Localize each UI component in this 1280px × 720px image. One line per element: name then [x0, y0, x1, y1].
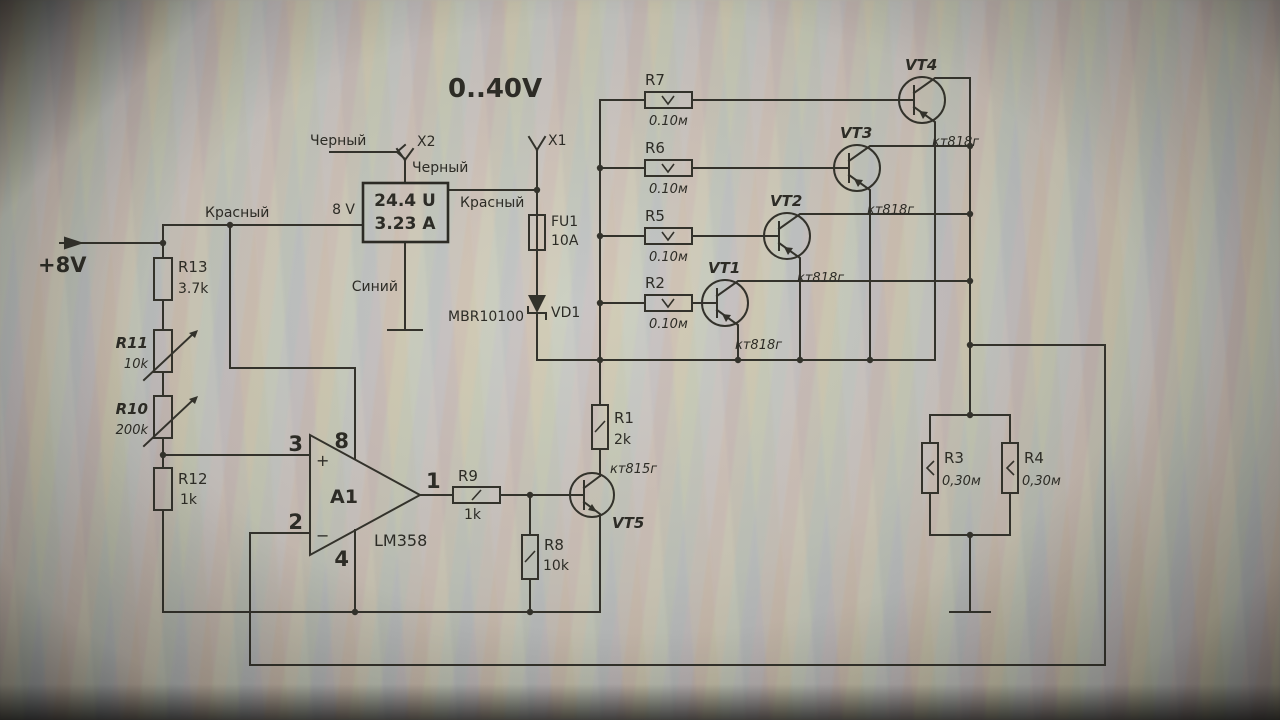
photo-vignette	[0, 0, 1280, 720]
photo-of-screen: R13 3.7k R11 10k R10 200k R12 1k 24.4 U …	[0, 0, 1280, 720]
